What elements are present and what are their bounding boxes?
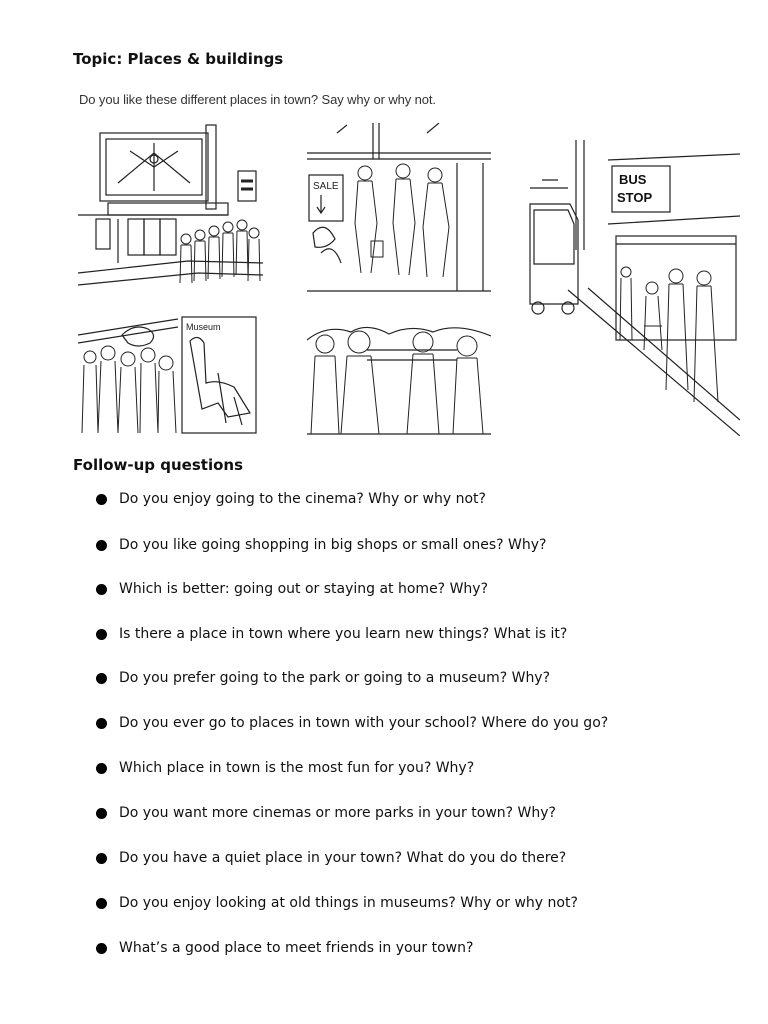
- page-title: Topic: Places & buildings: [73, 50, 284, 68]
- bus-sign-line1: BUS: [619, 172, 647, 187]
- question-text: Do you want more cinemas or more parks i…: [119, 805, 556, 821]
- question-text: Do you like going shopping in big shops …: [119, 537, 547, 553]
- followup-heading: Follow-up questions: [73, 456, 243, 474]
- bullet-icon: [96, 628, 107, 640]
- bullet-icon: [96, 717, 107, 729]
- park-illustration: [307, 320, 491, 437]
- list-item: Do you ever go to places in town with yo…: [96, 711, 736, 735]
- bullet-icon: [96, 852, 107, 864]
- bullet-icon: [96, 897, 107, 909]
- list-item: Is there a place in town where you learn…: [96, 622, 736, 646]
- cinema-illustration: [78, 123, 263, 293]
- sale-sign: SALE: [313, 181, 339, 192]
- list-item: Do you like going shopping in big shops …: [96, 533, 736, 557]
- list-item: Do you enjoy going to the cinema? Why or…: [96, 487, 736, 511]
- list-item: Do you enjoy looking at old things in mu…: [96, 891, 736, 915]
- list-item: What’s a good place to meet friends in y…: [96, 936, 736, 960]
- bullet-icon: [96, 583, 107, 595]
- list-item: Do you have a quiet place in your town? …: [96, 846, 736, 870]
- list-item: Do you prefer going to the park or going…: [96, 666, 736, 690]
- bullet-icon: [96, 539, 107, 551]
- question-text: Do you prefer going to the park or going…: [119, 670, 551, 686]
- list-item: Which place in town is the most fun for …: [96, 756, 736, 780]
- bus-stop-illustration: BUS STOP: [528, 140, 740, 436]
- museum-illustration: Museum: [78, 313, 262, 437]
- bullet-icon: [96, 942, 107, 954]
- bullet-icon: [96, 672, 107, 684]
- bullet-icon: [96, 807, 107, 819]
- question-text: What’s a good place to meet friends in y…: [119, 940, 474, 956]
- question-text: Do you have a quiet place in your town? …: [119, 850, 567, 866]
- bus-sign-line2: STOP: [617, 190, 652, 205]
- bullet-icon: [96, 762, 107, 774]
- question-text: Which place in town is the most fun for …: [119, 760, 475, 776]
- question-text: Do you enjoy looking at old things in mu…: [119, 895, 578, 911]
- bullet-icon: [96, 493, 107, 505]
- question-text: Which is better: going out or staying at…: [119, 581, 488, 597]
- question-text: Do you ever go to places in town with yo…: [119, 715, 609, 731]
- question-text: Do you enjoy going to the cinema? Why or…: [119, 491, 486, 507]
- list-item: Which is better: going out or staying at…: [96, 577, 736, 601]
- question-text: Is there a place in town where you learn…: [119, 626, 568, 642]
- list-item: Do you want more cinemas or more parks i…: [96, 801, 736, 825]
- instruction-text: Do you like these different places in to…: [79, 92, 436, 107]
- shop-illustration: SALE: [307, 123, 491, 293]
- museum-sign: Museum: [186, 322, 221, 332]
